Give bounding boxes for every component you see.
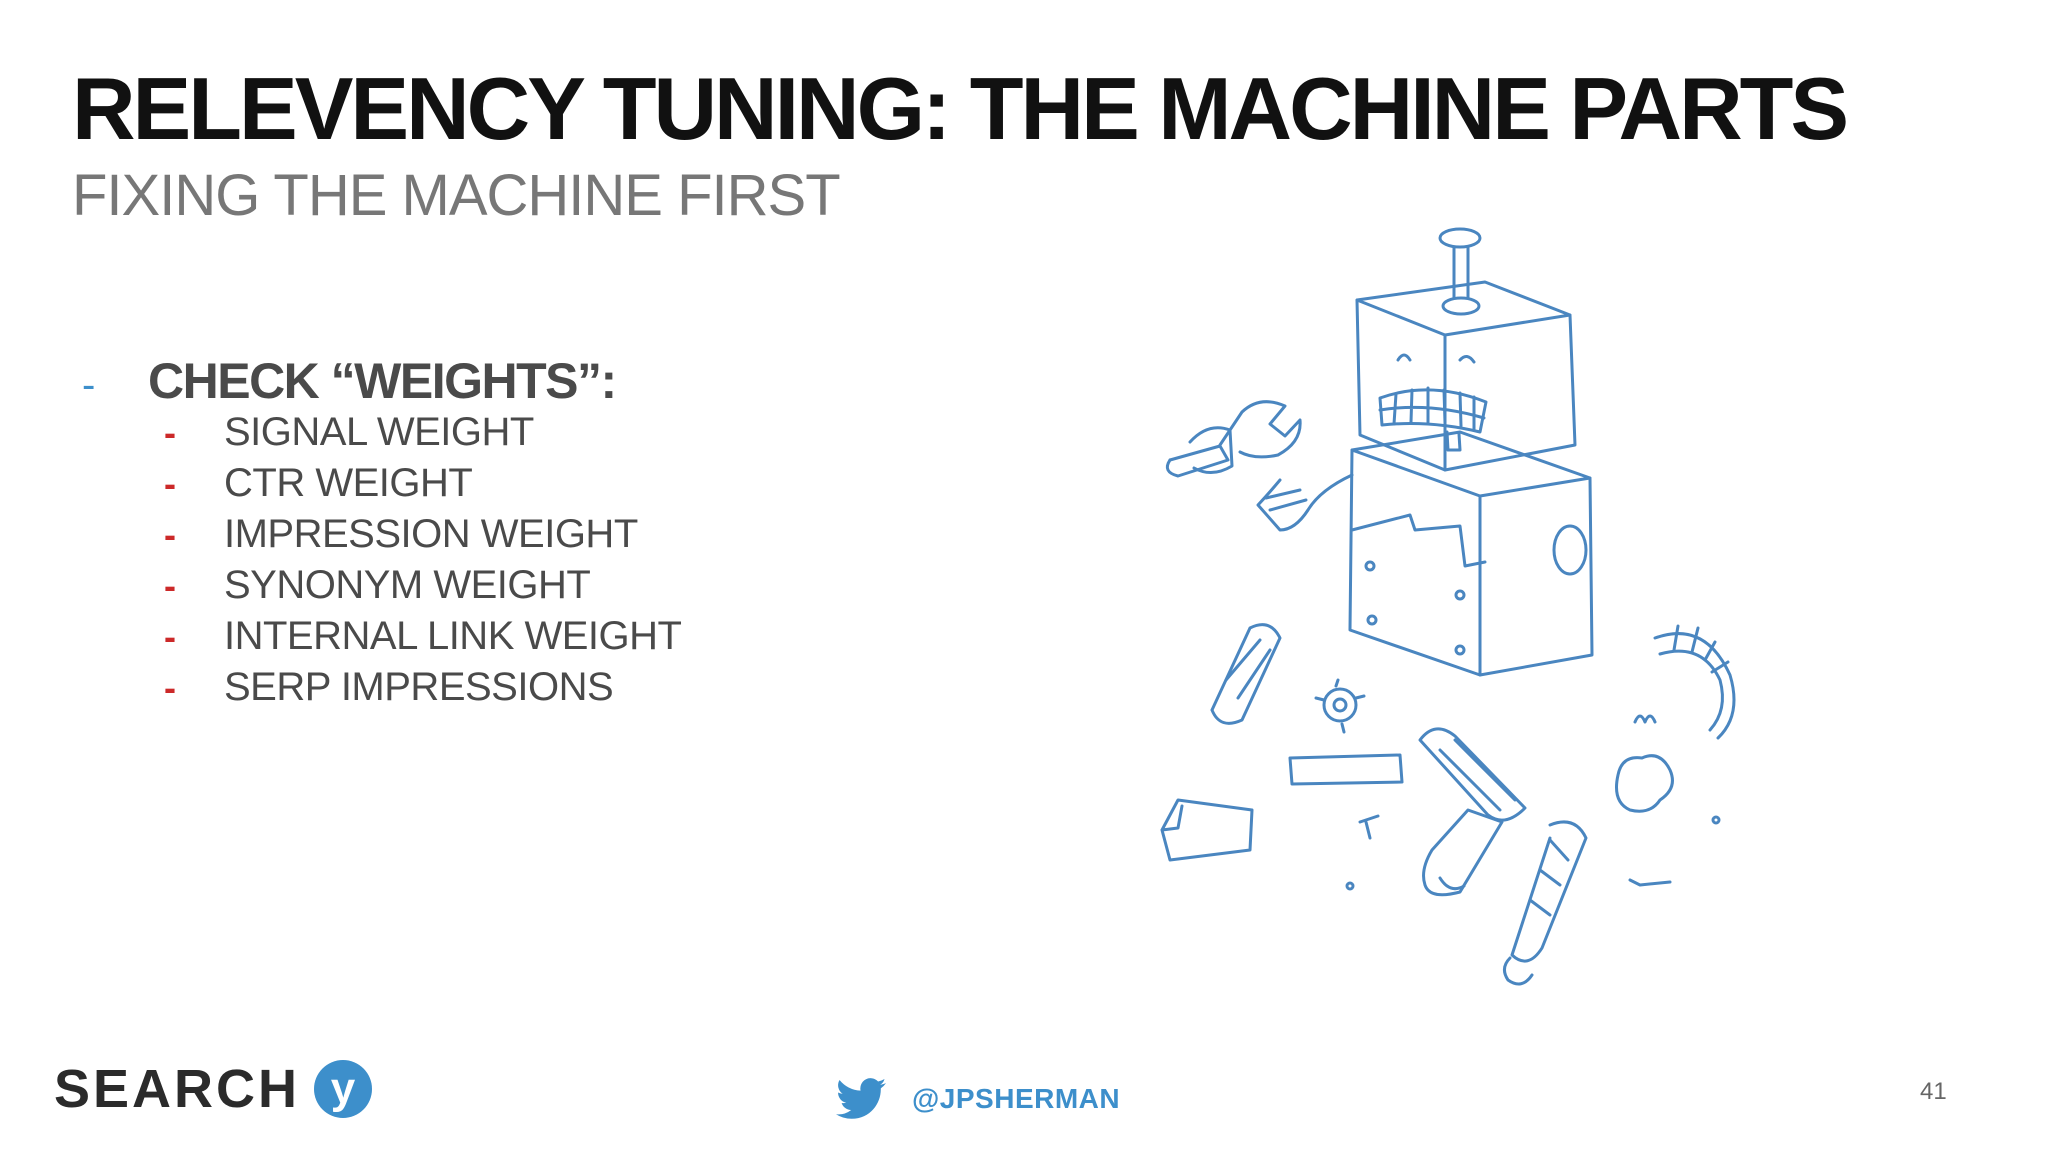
- sub-bullet-dash: -: [164, 514, 176, 555]
- slide-subtitle: FIXING THE MACHINE FIRST: [72, 163, 841, 228]
- twitter-handle-text: @JPSHERMAN: [912, 1083, 1121, 1114]
- sub-bullet-dash: -: [164, 616, 176, 657]
- twitter-bird-icon: [836, 1078, 886, 1119]
- sub-bullet-dash: -: [164, 412, 176, 453]
- sub-bullet-text: INTERNAL LINK WEIGHT: [224, 614, 682, 658]
- sub-bullet-text: SYNONYM WEIGHT: [224, 563, 591, 607]
- sub-bullet-text: SERP IMPRESSIONS: [224, 665, 614, 709]
- sub-bullet-dash: -: [164, 565, 176, 606]
- sub-bullet-list: - SIGNAL WEIGHT - CTR WEIGHT - IMPRESSIO…: [164, 410, 682, 716]
- sub-bullet: - SYNONYM WEIGHT: [164, 563, 681, 614]
- logo-badge-icon: y: [314, 1060, 373, 1118]
- broken-robot-illustration: [1160, 227, 1736, 986]
- search-y-logo: SEARCH y: [54, 1058, 373, 1120]
- sub-bullet-text: IMPRESSION WEIGHT: [224, 512, 638, 556]
- sub-bullet-dash: -: [164, 667, 176, 708]
- sub-bullet: - SERP IMPRESSIONS: [164, 665, 681, 716]
- sub-bullet: - INTERNAL LINK WEIGHT: [164, 614, 682, 665]
- twitter-handle: @JPSHERMAN: [836, 1078, 1120, 1120]
- main-bullet: - CHECK “WEIGHTS”:: [82, 352, 681, 416]
- sub-bullet: - SIGNAL WEIGHT: [164, 410, 681, 461]
- logo-text: SEARCH: [54, 1059, 301, 1119]
- sub-bullet-text: CTR WEIGHT: [224, 461, 473, 505]
- sub-bullet: - IMPRESSION WEIGHT: [164, 512, 681, 563]
- page-number: 41: [1920, 1078, 1947, 1105]
- bullet-list: - CHECK “WEIGHTS”: - SIGNAL WEIGHT - CTR…: [82, 352, 682, 716]
- sub-bullet-text: SIGNAL WEIGHT: [224, 410, 534, 454]
- sub-bullet: - CTR WEIGHT: [164, 461, 681, 512]
- sub-bullet-dash: -: [164, 463, 176, 504]
- main-bullet-dash: -: [82, 363, 96, 407]
- slide-title: RELEVENCY TUNING: THE MACHINE PARTS: [72, 59, 1849, 158]
- main-bullet-text: CHECK “WEIGHTS”:: [148, 353, 617, 409]
